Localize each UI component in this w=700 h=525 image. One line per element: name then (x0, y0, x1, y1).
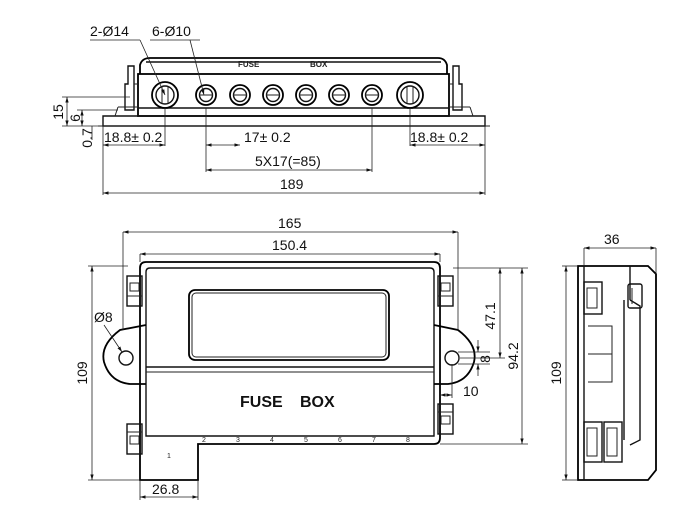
dim-text-165: 165 (278, 215, 302, 231)
side-view: 36 109 (548, 231, 657, 481)
callout-small-hole-label: 6-Ø10 (152, 23, 191, 39)
callout-large-holes: 2-Ø14 (90, 23, 166, 96)
front-body-outline (139, 261, 441, 481)
slot-number-2: 2 (202, 437, 206, 444)
dim-text-942: 94.2 (505, 342, 521, 369)
front-right-ear (433, 324, 476, 385)
dim-text-268: 26.8 (152, 481, 179, 497)
slot-number-6: 6 (338, 437, 342, 444)
callout-large-hole-label: 2-Ø14 (90, 23, 129, 39)
dim-text-10: 10 (463, 383, 479, 399)
top-flange-rib-right (469, 106, 474, 117)
front-latch-bottom-right (437, 403, 454, 435)
top-flange-rib-left (114, 106, 119, 117)
slot-number-1: 1 (167, 453, 171, 460)
dim-text-right-pitch: 18.8± 0.2 (410, 129, 468, 145)
terminal-hole-small-3 (262, 84, 284, 106)
dim-text-hole: Ø8 (94, 309, 113, 325)
dim-text-overall: 189 (280, 176, 304, 192)
terminal-hole-large-right (396, 81, 424, 109)
front-right-ear-hole (444, 350, 460, 366)
terminal-hole-small-2 (229, 84, 251, 106)
front-body-inner (145, 267, 435, 437)
dim-text-109: 109 (74, 361, 90, 385)
front-left-ear-hole (118, 350, 134, 366)
slot-number-4: 4 (270, 437, 274, 444)
top-body-outline (137, 73, 450, 117)
top-left-latch (124, 65, 135, 111)
dim-text-side-109: 109 (548, 361, 564, 385)
callout-small-holes: 6-Ø10 (150, 23, 205, 96)
terminal-hole-small-6 (361, 84, 383, 106)
front-latch-top-right (437, 275, 454, 307)
top-view: FUSE BOX (50, 23, 490, 195)
front-window (188, 289, 390, 361)
dim-text-8: 8 (477, 355, 493, 363)
side-lid-profile (629, 299, 641, 446)
side-clip-bottom-right (603, 421, 623, 463)
dim-text-span: 5X17(=85) (255, 153, 321, 169)
front-window-inner (191, 292, 387, 358)
top-mounting-flange (102, 115, 486, 127)
dim-text-471: 47.1 (482, 302, 498, 329)
front-latch-bottom-left (126, 423, 143, 455)
front-label-box: BOX (300, 394, 335, 411)
top-lid-text-box: BOX (310, 60, 328, 69)
dim-text-mid-pitch: 17± 0.2 (244, 129, 291, 145)
top-lid-outline (139, 57, 448, 74)
slot-number-7: 7 (372, 437, 376, 444)
slot-number-3: 3 (236, 437, 240, 444)
side-clip-right (627, 283, 643, 309)
side-clip-bottom (583, 421, 603, 463)
front-label-fuse: FUSE (240, 394, 283, 411)
dim-leader-hole (103, 324, 123, 353)
dim-text-36: 36 (604, 231, 620, 247)
front-left-ear (102, 324, 147, 385)
terminal-hole-small-1 (195, 84, 217, 106)
dim-text-left-pitch: 18.8± 0.2 (104, 129, 162, 145)
dim-text-15: 15 (50, 104, 66, 120)
top-lid-text-fuse: FUSE (238, 60, 260, 69)
front-view: FUSE BOX 1 2 3 (74, 215, 528, 500)
terminal-hole-small-5 (328, 84, 350, 106)
slot-number-5: 5 (304, 437, 308, 444)
front-latch-top-left (126, 275, 143, 307)
dim-text-6: 6 (67, 114, 83, 122)
side-clip-top (583, 281, 603, 315)
slot-number-8: 8 (406, 437, 410, 444)
top-right-latch (452, 65, 463, 111)
terminal-hole-small-4 (295, 84, 317, 106)
dim-text-1504: 150.4 (272, 237, 307, 253)
dim-text-07: 0.7 (79, 128, 95, 148)
